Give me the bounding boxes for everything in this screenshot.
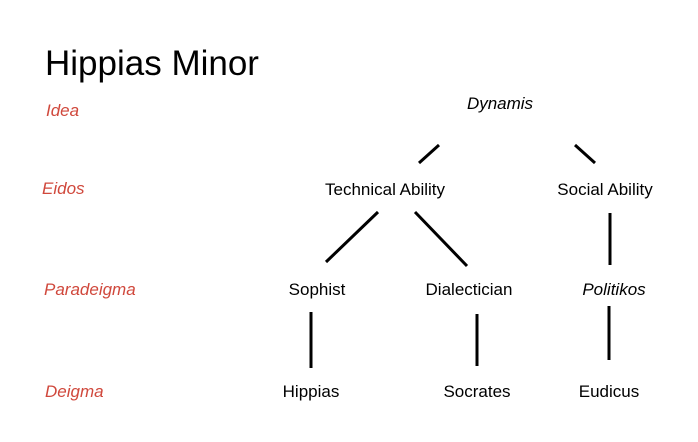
node-technical-ability: Technical Ability — [324, 180, 446, 199]
node-dynamis: Dynamis — [466, 94, 534, 113]
edge-dynamis-social — [573, 143, 597, 165]
node-dialectician: Dialectician — [425, 280, 513, 299]
node-socrates: Socrates — [443, 382, 511, 401]
node-eudicus: Eudicus — [578, 382, 640, 401]
level-label-deigma: Deigma — [45, 382, 104, 401]
edge-technical-dialectician — [413, 210, 469, 268]
level-label-paradeigma: Paradeigma — [44, 280, 136, 299]
node-politikos: Politikos — [582, 280, 646, 299]
node-hippias: Hippias — [282, 382, 340, 401]
level-label-eidos: Eidos — [42, 179, 85, 198]
node-sophist: Sophist — [288, 280, 346, 299]
edge-dynamis-technical — [417, 143, 441, 165]
edge-technical-sophist — [324, 210, 380, 264]
node-social-ability: Social Ability — [557, 180, 653, 199]
level-label-idea: Idea — [46, 101, 80, 120]
page-title: Hippias Minor — [45, 44, 259, 83]
